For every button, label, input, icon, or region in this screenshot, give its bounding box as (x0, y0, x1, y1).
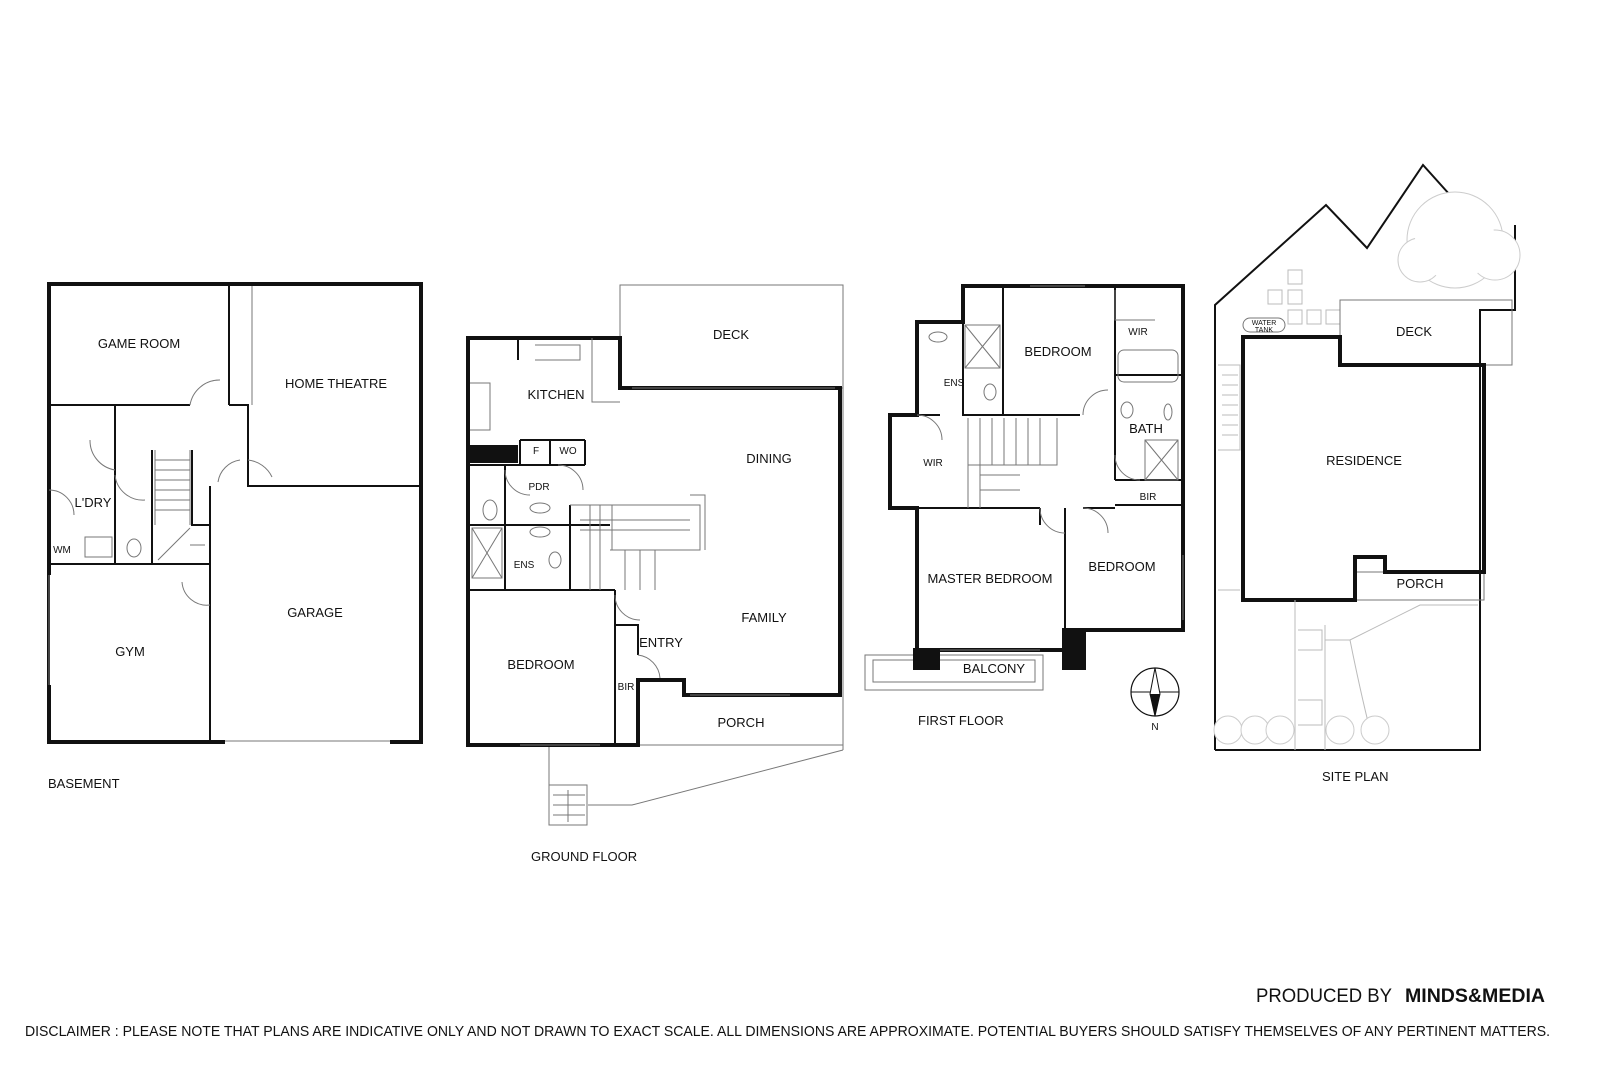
basement-plan: GAME ROOM HOME THEATRE L'DRY WM GYM GARA… (47, 282, 423, 791)
water-tank (1242, 317, 1286, 333)
room-label-washing-machine: WM (53, 545, 71, 556)
room-label-walk-in-robe-bedroom: WIR (1128, 327, 1147, 338)
room-label-deck: DECK (713, 327, 749, 342)
basement-caption: BASEMENT (48, 776, 120, 791)
room-label-family: FAMILY (741, 610, 787, 625)
room-label-built-in-robe: BIR (618, 682, 635, 693)
ground-floor-caption: GROUND FLOOR (531, 849, 637, 864)
compass-north-label: N (1151, 722, 1158, 733)
room-label-bedroom-3: BEDROOM (1088, 559, 1155, 574)
room-label-entry: ENTRY (639, 635, 683, 650)
room-label-walk-in-robe-master: WIR (923, 458, 942, 469)
room-label-powder-room: PDR (528, 482, 549, 493)
property-boundary (1214, 163, 1451, 750)
room-label-gym: GYM (115, 644, 145, 659)
site-label-residence: RESIDENCE (1326, 453, 1402, 468)
room-label-laundry: L'DRY (75, 495, 112, 510)
room-label-home-theatre: HOME THEATRE (285, 376, 387, 391)
room-label-walk-in-pantry: WO (559, 446, 576, 457)
tree-icon (1397, 191, 1521, 289)
room-label-balcony: BALCONY (963, 661, 1025, 676)
room-label-ensuite: ENS (514, 560, 535, 571)
residence-outline (1241, 335, 1486, 602)
chimney-block (468, 445, 518, 463)
gym-window (50, 575, 53, 685)
water-tank-label-line2: TANK (1255, 327, 1273, 334)
ground-floor-outer-wall (466, 336, 842, 747)
site-label-porch: PORCH (1397, 576, 1444, 591)
room-label-dining: DINING (746, 451, 792, 466)
room-label-garage: GARAGE (287, 605, 343, 620)
room-label-built-in-robe: BIR (1140, 492, 1157, 503)
disclaimer-text: DISCLAIMER : PLEASE NOTE THAT PLANS ARE … (25, 1023, 1550, 1040)
room-label-fridge: F (533, 446, 539, 457)
site-plan-caption: SITE PLAN (1322, 769, 1388, 784)
site-label-deck: DECK (1396, 324, 1432, 339)
ground-floor-plan: DECK KITCHEN F WO DINING PDR ENS FAMILY … (466, 284, 844, 864)
room-label-ensuite: ENS (944, 378, 965, 389)
balcony-outline (864, 654, 1044, 691)
water-tank-label-line1: WATER (1252, 320, 1277, 327)
room-label-kitchen: KITCHEN (527, 387, 584, 402)
first-floor-plan: BEDROOM WIR ENS BATH WIR BIR MASTER BEDR… (864, 284, 1185, 733)
room-label-bedroom: BEDROOM (507, 657, 574, 672)
room-label-bedroom-2: BEDROOM (1024, 344, 1091, 359)
north-compass-icon: N (1130, 667, 1180, 733)
minds-media-logo: MINDS&MEDIA (1405, 986, 1545, 1007)
room-label-master-bedroom: MASTER BEDROOM (928, 571, 1053, 586)
footer: PRODUCED BY MINDS&MEDIA DISCLAIMER : PLE… (25, 986, 1550, 1040)
room-label-porch: PORCH (718, 715, 765, 730)
site-plan: WATER TANK DECK RESIDENCE PORCH SITE PLA… (1213, 163, 1521, 784)
produced-by-label: PRODUCED BY (1256, 986, 1392, 1007)
room-label-bathroom: BATH (1129, 421, 1163, 436)
balcony-pier-right (1062, 628, 1086, 670)
shrubs-icon (1213, 715, 1390, 745)
basement-outer-wall (47, 282, 423, 744)
first-floor-caption: FIRST FLOOR (918, 713, 1004, 728)
balcony-pier-left (913, 648, 940, 670)
room-label-game-room: GAME ROOM (98, 336, 180, 351)
